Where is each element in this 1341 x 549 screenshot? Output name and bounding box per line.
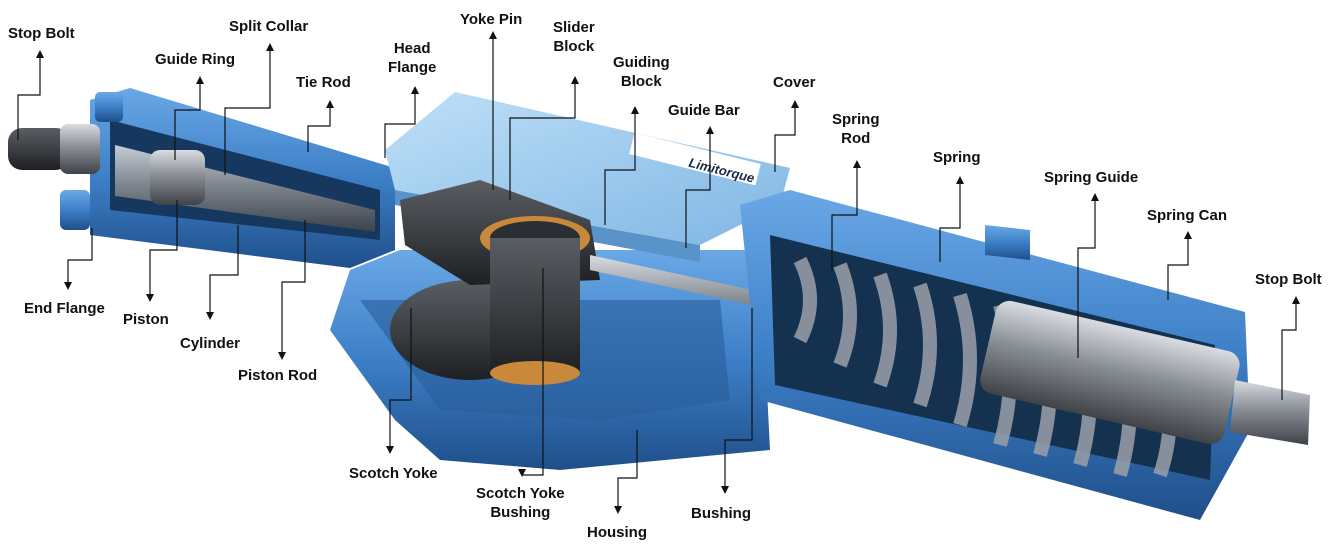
label-split-collar: Split Collar <box>229 18 309 35</box>
leader-lines <box>17 33 1297 512</box>
limitorque-plate <box>629 132 761 186</box>
label-piston-rod: Piston Rod <box>238 367 318 384</box>
label-spring-guide: Spring Guide <box>1044 169 1139 186</box>
label-guide-ring: Guide Ring <box>155 51 235 68</box>
label-cylinder: Cylinder <box>180 335 241 352</box>
label-yoke-pin: Yoke Pin <box>460 11 523 28</box>
bushing-cylinder <box>490 238 580 373</box>
leader-arrowheads <box>36 31 1300 514</box>
label-spring-can: Spring Can <box>1147 207 1228 224</box>
label-guide-bar: Guide Bar <box>668 102 740 119</box>
cylinder-assembly <box>60 88 395 268</box>
piston-shape <box>150 150 205 205</box>
left-stop-bolt <box>8 124 100 174</box>
label-tie-rod: Tie Rod <box>296 74 351 91</box>
label-cover: Cover <box>773 74 816 91</box>
label-bushing: Bushing <box>691 505 751 522</box>
label-piston: Piston <box>123 311 169 328</box>
spring-guide-shape <box>980 300 1240 445</box>
label-stop-bolt-right: Stop Bolt <box>1255 271 1322 288</box>
label-stop-bolt-left: Stop Bolt <box>8 25 75 42</box>
label-scotch-yoke: Scotch Yoke <box>349 465 438 482</box>
spring-can-shape <box>740 190 1250 520</box>
right-stop-bolt <box>1230 380 1310 445</box>
label-housing: Housing <box>587 524 647 541</box>
label-spring: Spring <box>933 149 981 166</box>
end-flange-shape <box>60 190 90 230</box>
yoke-assembly <box>400 180 600 385</box>
label-end-flange: End Flange <box>24 300 105 317</box>
